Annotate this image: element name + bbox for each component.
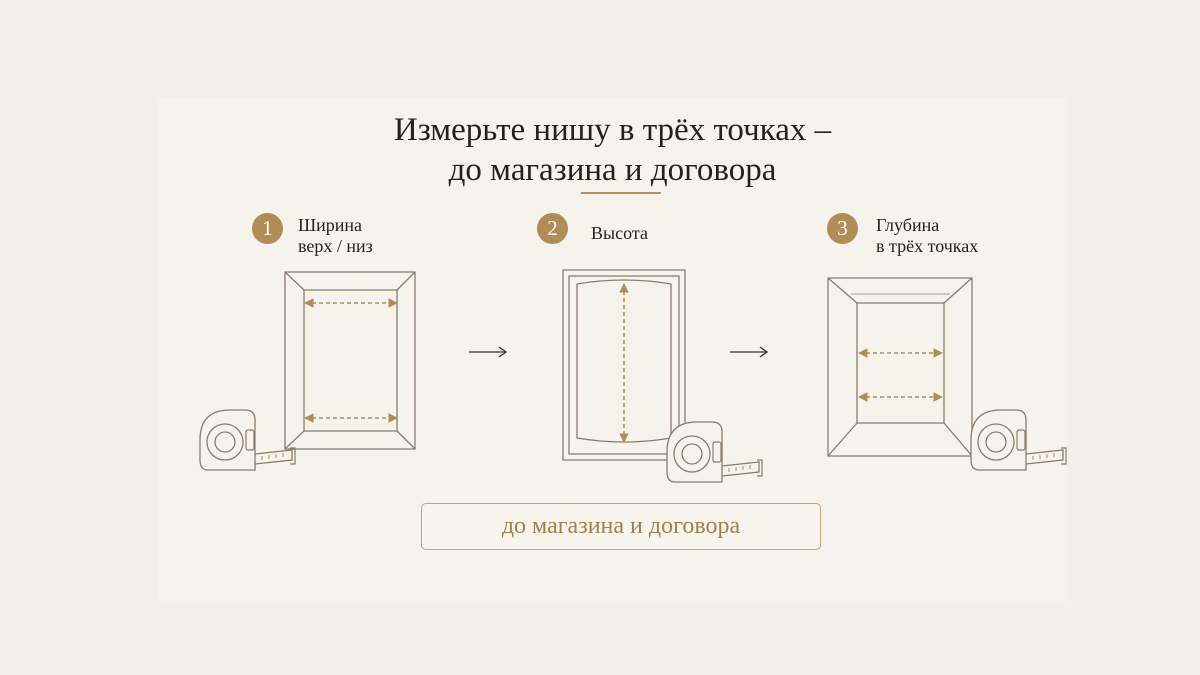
- tape-measure-icon: [666, 421, 763, 483]
- step-3-badge: 3: [827, 213, 858, 244]
- title-line-2: до магазина и договора: [448, 152, 777, 188]
- tape-measure-icon: [199, 409, 296, 471]
- step-1-label: Ширина верх / низ: [298, 215, 373, 257]
- step-3-label: Глубина в трёх точках: [876, 215, 978, 257]
- step-2-label-line-1: Высота: [591, 223, 648, 243]
- title-line-1: Измерьте нишу в трёх точках –: [393, 112, 832, 148]
- title-divider: [581, 192, 661, 194]
- step-1-label-line-1: Ширина: [298, 215, 363, 235]
- page-title: Измерьте нишу в трёх точках – до магазин…: [157, 110, 1068, 190]
- tape-measure-icon: [970, 409, 1067, 471]
- niche-width-illustration: [284, 271, 416, 450]
- arrow-right-icon: [469, 346, 508, 358]
- step-1-label-line-2: верх / низ: [298, 236, 373, 256]
- niche-depth-illustration: [827, 277, 973, 457]
- step-3-label-line-1: Глубина: [876, 215, 940, 235]
- cta-button[interactable]: до магазина и договора: [421, 503, 821, 550]
- arrow-right-icon: [730, 346, 769, 358]
- illustrations: [199, 269, 1067, 483]
- step-1-badge: 1: [252, 213, 283, 244]
- instruction-card: Измерьте нишу в трёх точках – до магазин…: [157, 98, 1068, 601]
- step-3-label-line-2: в трёх точках: [876, 236, 979, 256]
- step-2-badge: 2: [537, 213, 568, 244]
- step-2-label: Высота: [591, 223, 648, 244]
